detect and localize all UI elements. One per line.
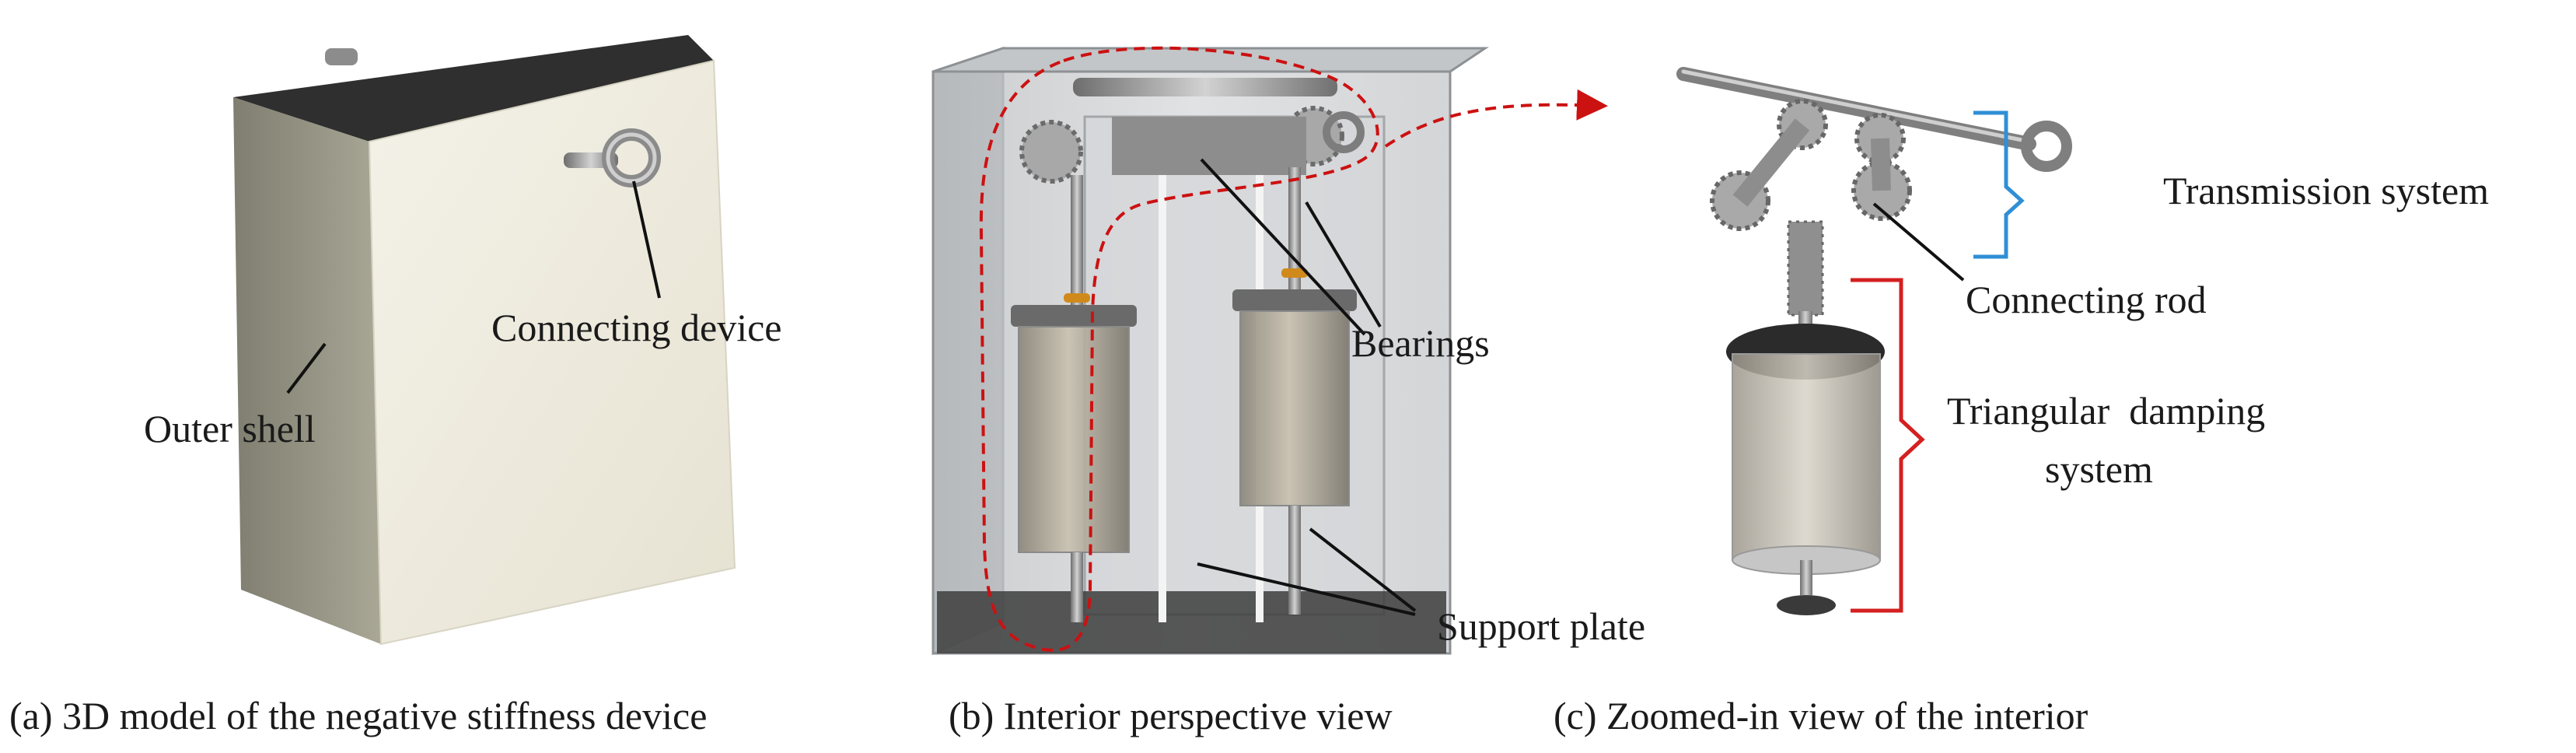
damper-foot <box>1777 595 1836 615</box>
support-rod-1 <box>1159 117 1166 622</box>
support-plate-leader-1 <box>1197 562 1416 616</box>
panel-b: Bearings Support plate <box>931 46 1645 656</box>
damping-bracket <box>1851 278 1925 613</box>
gear-icon <box>1019 120 1083 184</box>
damper-cylinder-right <box>1239 310 1350 506</box>
connecting-rod-label: Connecting rod <box>1966 278 2207 321</box>
bearings-label: Bearings <box>1351 321 1490 365</box>
gear-block <box>1112 117 1306 175</box>
connecting-device-leader <box>632 180 661 299</box>
eye-bolt-icon <box>1323 111 1365 153</box>
connecting-arm-left <box>1732 118 1810 207</box>
worm-screw <box>1787 220 1824 317</box>
top-shaft <box>325 48 358 65</box>
base-plate <box>937 591 1446 653</box>
transmission-system-label: Transmission system <box>2163 169 2489 212</box>
outer-shell-leader <box>286 342 327 394</box>
damper-cylinder-c <box>1732 353 1881 561</box>
outer-shell-top <box>233 35 714 142</box>
transmission-rod <box>1676 67 2036 151</box>
top-shaft-b <box>1073 78 1337 96</box>
damper-cap-left <box>1011 305 1137 327</box>
panel-a: Connecting device Outer shell <box>144 35 782 646</box>
damper-ring-left <box>1064 293 1090 303</box>
outer-shell-front <box>368 59 736 646</box>
damper-rod-left <box>1071 175 1083 307</box>
connecting-device-label: Connecting device <box>491 306 782 349</box>
caption-c: (c) Zoomed-in view of the interior <box>1554 694 2088 737</box>
caption-a: (a) 3D model of the negative stiffness d… <box>9 694 707 737</box>
transmission-bracket <box>1973 110 2025 259</box>
eye-bolt-icon <box>2021 121 2072 172</box>
damper-ring-right <box>1281 268 1308 278</box>
bearings-leader-1 <box>1200 158 1366 336</box>
zoom-arrow <box>1384 89 1608 148</box>
damper-cylinder-left <box>1018 326 1130 553</box>
triangular-damping-label-line1: Triangular damping <box>1947 389 2265 433</box>
panel-c: Transmission system Connecting rod Trian… <box>1676 67 2489 615</box>
glass-box-top <box>932 47 1489 73</box>
damper-lower-rod-right <box>1288 506 1301 615</box>
connecting-rod-leader <box>1872 202 1965 282</box>
caption-b: (b) Interior perspective view <box>949 694 1393 737</box>
connecting-device-icon <box>564 128 661 187</box>
bearings-leader-2 <box>1305 201 1382 328</box>
support-plate-label: Support plate <box>1437 604 1645 648</box>
support-plate-leader-2 <box>1309 527 1417 612</box>
transmission-rod-highlight <box>1681 69 2032 144</box>
outer-shell-label: Outer shell <box>144 407 316 450</box>
outer-shell-side <box>233 97 381 644</box>
damper-lower-rod-c <box>1800 560 1812 595</box>
connecting-arm-right <box>1871 138 1891 191</box>
damper-lower-rod-left <box>1071 552 1083 622</box>
triangular-damping-label-line2: system <box>2045 447 2153 491</box>
